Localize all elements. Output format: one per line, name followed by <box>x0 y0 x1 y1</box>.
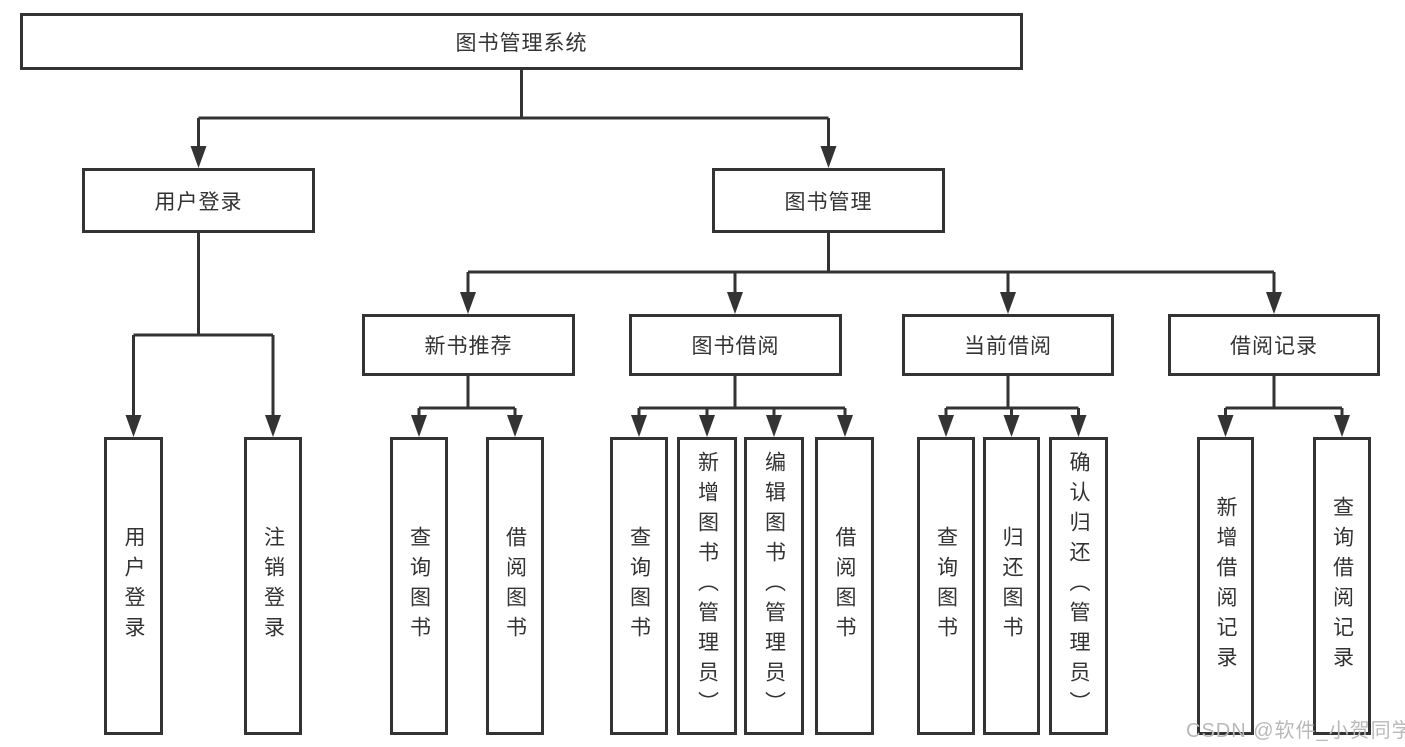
arrow-down-icon <box>265 415 281 437</box>
arrow-down-icon <box>1000 292 1016 314</box>
connector-current-borrow-to-leaves <box>944 376 1080 415</box>
node-leaf-add-book-admin: 新增图书（管理员） <box>677 437 737 735</box>
connector-borrow-record-to-leaves <box>1224 376 1344 415</box>
arrow-down-icon <box>190 146 207 168</box>
arrow-down-icon <box>1266 292 1282 314</box>
node-user-login: 用户登录 <box>82 168 315 233</box>
node-leaf-user-login: 用户登录 <box>104 437 163 735</box>
arrow-down-icon <box>460 292 476 314</box>
node-leaf-edit-book-admin: 编辑图书（管理员） <box>744 437 804 735</box>
node-leaf-borrow-books-recommend: 借阅图书 <box>486 437 544 735</box>
node-root-library-system: 图书管理系统 <box>20 13 1023 70</box>
node-leaf-query-borrow-record: 查询借阅记录 <box>1313 437 1371 735</box>
node-leaf-add-borrow-record: 新增借阅记录 <box>1197 437 1254 735</box>
arrow-down-icon <box>631 415 647 437</box>
arrow-down-icon <box>125 415 142 437</box>
csdn-watermark: CSDN @软件_小贺同学 <box>1186 720 1405 742</box>
node-leaf-confirm-return-admin: 确认归还（管理员） <box>1049 437 1108 735</box>
node-new-book-recommend: 新书推荐 <box>362 314 575 376</box>
connector-book-borrow-to-leaves <box>637 376 847 415</box>
arrow-down-icon <box>411 415 427 437</box>
node-leaf-borrow-books: 借阅图书 <box>815 437 874 735</box>
node-leaf-query-books-current: 查询图书 <box>917 437 975 735</box>
arrow-down-icon <box>820 146 837 168</box>
arrow-down-icon <box>1070 415 1087 437</box>
node-leaf-query-books-recommend: 查询图书 <box>390 437 448 735</box>
node-book-borrow: 图书借阅 <box>629 314 842 376</box>
connector-root-to-level2 <box>197 70 830 146</box>
connector-user-login-to-leaves <box>132 233 275 415</box>
arrow-down-icon <box>727 292 743 314</box>
arrow-down-icon <box>837 415 853 437</box>
node-book-management: 图书管理 <box>712 168 945 233</box>
node-leaf-query-books-borrow: 查询图书 <box>610 437 668 735</box>
arrow-down-icon <box>938 415 954 437</box>
arrowheads <box>125 146 1350 437</box>
connector-book-mgmt-to-level3 <box>466 233 1276 292</box>
arrow-down-icon <box>699 415 715 437</box>
connector-new-book-to-leaves <box>417 376 517 415</box>
node-current-borrow: 当前借阅 <box>902 314 1114 376</box>
node-leaf-logout: 注销登录 <box>244 437 302 735</box>
node-leaf-return-book: 归还图书 <box>983 437 1040 735</box>
node-borrow-record: 借阅记录 <box>1168 314 1380 376</box>
arrow-down-icon <box>1334 415 1350 437</box>
arrow-down-icon <box>1217 415 1234 437</box>
arrow-down-icon <box>1003 415 1020 437</box>
arrow-down-icon <box>507 415 523 437</box>
arrow-down-icon <box>766 415 782 437</box>
